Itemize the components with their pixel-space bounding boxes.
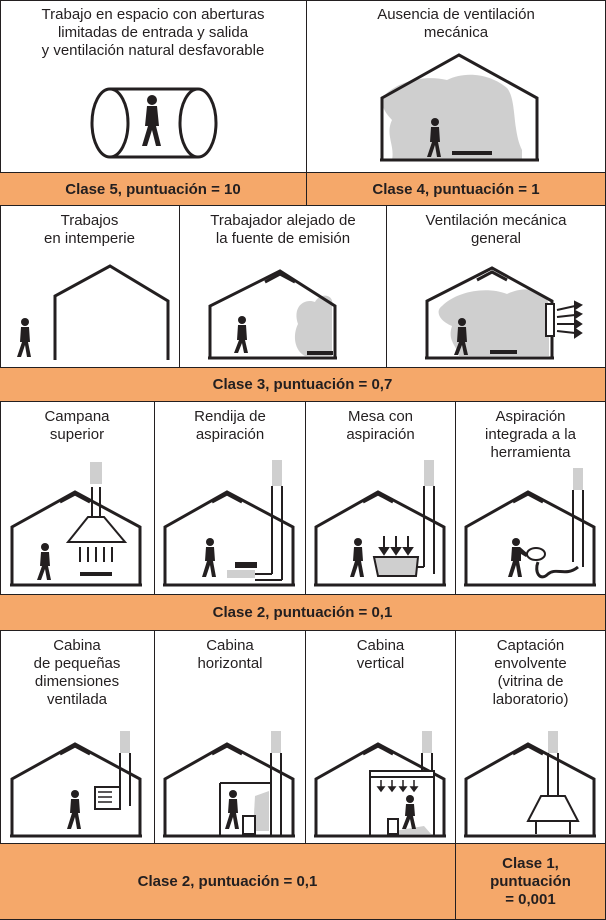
cell-confined-space: Trabajo en espacio con aberturas limitad… (0, 0, 307, 173)
general-ventilation-illustration (425, 266, 583, 360)
cell-small-ventilated-cabin: Cabina de pequeñas dimensiones ventilada (0, 631, 155, 844)
cell-no-mechanical-ventilation: Ausencia de ventilación mecánica (307, 0, 606, 173)
class-2-band-upper: Clase 2, puntuación = 0,1 (0, 595, 606, 631)
caption-small-ventilated-cabin: Cabina de pequeñas dimensiones ventilada (33, 637, 121, 708)
upper-hood-illustration (10, 462, 142, 587)
outdoor-illustration (17, 264, 170, 360)
no-ventilation-illustration (380, 53, 539, 162)
cell-suction-slot: Rendija de aspiración (155, 402, 306, 595)
cell-upper-hood: Campana superior (0, 402, 155, 595)
caption-tool-integrated-suction: Aspiración integrada a la herramienta (485, 408, 576, 461)
vertical-cabin-illustration (314, 731, 446, 838)
caption-suction-slot: Rendija de aspiración (194, 408, 266, 443)
cell-tool-integrated-suction: Aspiración integrada a la herramienta (456, 402, 606, 595)
cell-enclosing-capture: Captación envolvente (vitrina de laborat… (456, 631, 606, 844)
enclosing-capture-illustration (464, 731, 596, 838)
small-cabin-illustration (10, 731, 142, 838)
cell-worker-away-from-source: Trabajador alejado de la fuente de emisi… (180, 206, 387, 368)
caption-horizontal-cabin: Cabina horizontal (197, 637, 263, 672)
class-1-band: Clase 1, puntuación = 0,001 (456, 844, 606, 920)
class-2-band-lower: Clase 2, puntuación = 0,1 (0, 844, 456, 920)
cell-vertical-cabin: Cabina vertical (306, 631, 456, 844)
caption-enclosing-capture: Captación envolvente (vitrina de laborat… (492, 637, 569, 708)
caption-no-mechanical-ventilation: Ausencia de ventilación mecánica (377, 6, 535, 41)
caption-suction-table: Mesa con aspiración (346, 408, 415, 443)
cell-outdoor-work: Trabajos en intemperie (0, 206, 180, 368)
caption-upper-hood: Campana superior (44, 408, 110, 443)
cell-general-mechanical-ventilation: Ventilación mecánica general (387, 206, 606, 368)
caption-vertical-cabin: Cabina vertical (356, 637, 405, 672)
tool-suction-illustration (464, 468, 596, 587)
caption-general-mechanical-ventilation: Ventilación mecánica general (425, 212, 567, 247)
class-4-band: Clase 4, puntuación = 1 (307, 173, 606, 206)
caption-worker-away-from-source: Trabajador alejado de la fuente de emisi… (210, 212, 356, 247)
confined-space-illustration (90, 87, 218, 159)
worker-away-illustration (208, 269, 337, 360)
caption-outdoor-work: Trabajos en intemperie (44, 212, 135, 247)
cell-suction-table: Mesa con aspiración (306, 402, 456, 595)
horizontal-cabin-illustration (163, 731, 295, 838)
cell-horizontal-cabin: Cabina horizontal (155, 631, 306, 844)
suction-table-illustration (314, 460, 446, 587)
caption-confined-space: Trabajo en espacio con aberturas limitad… (41, 6, 265, 59)
class-5-band: Clase 5, puntuación = 10 (0, 173, 307, 206)
suction-slot-illustration (163, 460, 295, 587)
class-3-band: Clase 3, puntuación = 0,7 (0, 368, 606, 402)
